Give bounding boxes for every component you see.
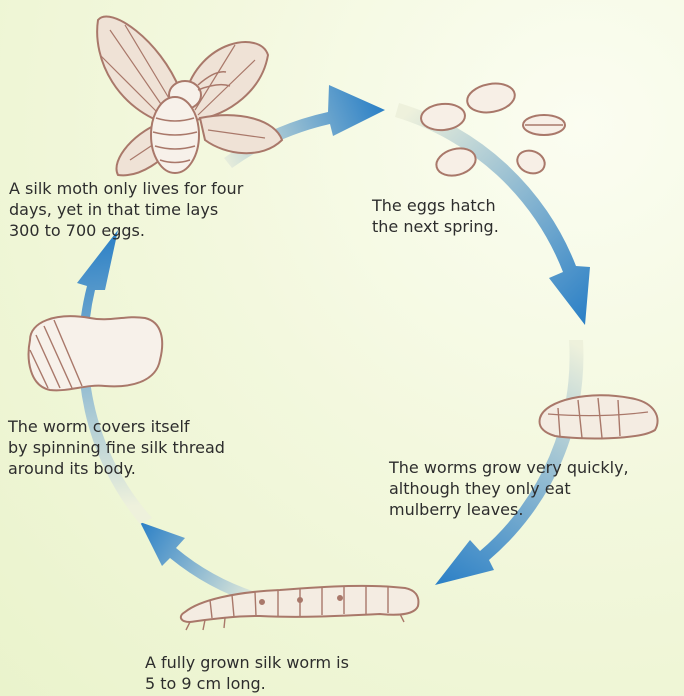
silk-moth-icon [97, 16, 282, 175]
caption-line: mulberry leaves. [389, 499, 629, 520]
silkworm-caterpillar-icon [181, 585, 419, 630]
caption-grown-worm: A fully grown silk worm is 5 to 9 cm lon… [145, 652, 349, 694]
caption-line: A fully grown silk worm is [145, 652, 349, 673]
caption-line: The eggs hatch [372, 195, 499, 216]
caption-line: around its body. [8, 458, 225, 479]
silkworm-pupa-icon [540, 395, 658, 438]
caption-line: The worm covers itself [8, 416, 225, 437]
caption-line: the next spring. [372, 216, 499, 237]
caption-cocoon: The worm covers itself by spinning fine … [8, 416, 225, 479]
caption-line: The worms grow very quickly, [389, 457, 629, 478]
caption-worms: The worms grow very quickly, although th… [389, 457, 629, 520]
caption-line: by spinning fine silk thread [8, 437, 225, 458]
caption-line: A silk moth only lives for four [9, 178, 243, 199]
caption-line: 300 to 700 eggs. [9, 220, 243, 241]
caption-line: although they only eat [389, 478, 629, 499]
caption-eggs: The eggs hatch the next spring. [372, 195, 499, 237]
cocoon-icon [29, 316, 163, 390]
caption-line: 5 to 9 cm long. [145, 673, 349, 694]
caption-moth: A silk moth only lives for four days, ye… [9, 178, 243, 241]
caption-line: days, yet in that time lays [9, 199, 243, 220]
